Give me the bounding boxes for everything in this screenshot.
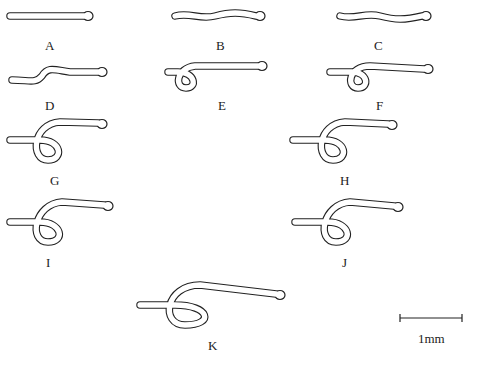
tube-drawing [175, 12, 265, 21]
panel-letter: A [45, 39, 54, 52]
tube-drawing [10, 12, 93, 21]
tube-drawing [330, 65, 433, 89]
tube-drawing [10, 202, 113, 243]
panel-letter: G [50, 174, 59, 187]
tube-drawing [12, 68, 107, 82]
tube-drawing [140, 285, 285, 325]
tube-drawing [295, 202, 403, 242]
panel-letter: B [216, 39, 225, 52]
tube-drawing [293, 121, 397, 161]
panel-letter: I [46, 256, 50, 269]
panel-letter: H [340, 174, 349, 187]
panel-letter: C [374, 39, 383, 52]
panel-letter: K [208, 339, 217, 352]
panel-letter: J [342, 256, 347, 269]
panel-letter: D [45, 99, 54, 112]
scale-label: 1mm [418, 332, 445, 345]
tube-drawing [168, 62, 267, 89]
scale-bar [400, 314, 462, 322]
tube-drawing [340, 12, 431, 21]
tube-drawing [10, 120, 107, 161]
panel-letter: E [218, 99, 226, 112]
panel-letter: F [376, 99, 383, 112]
